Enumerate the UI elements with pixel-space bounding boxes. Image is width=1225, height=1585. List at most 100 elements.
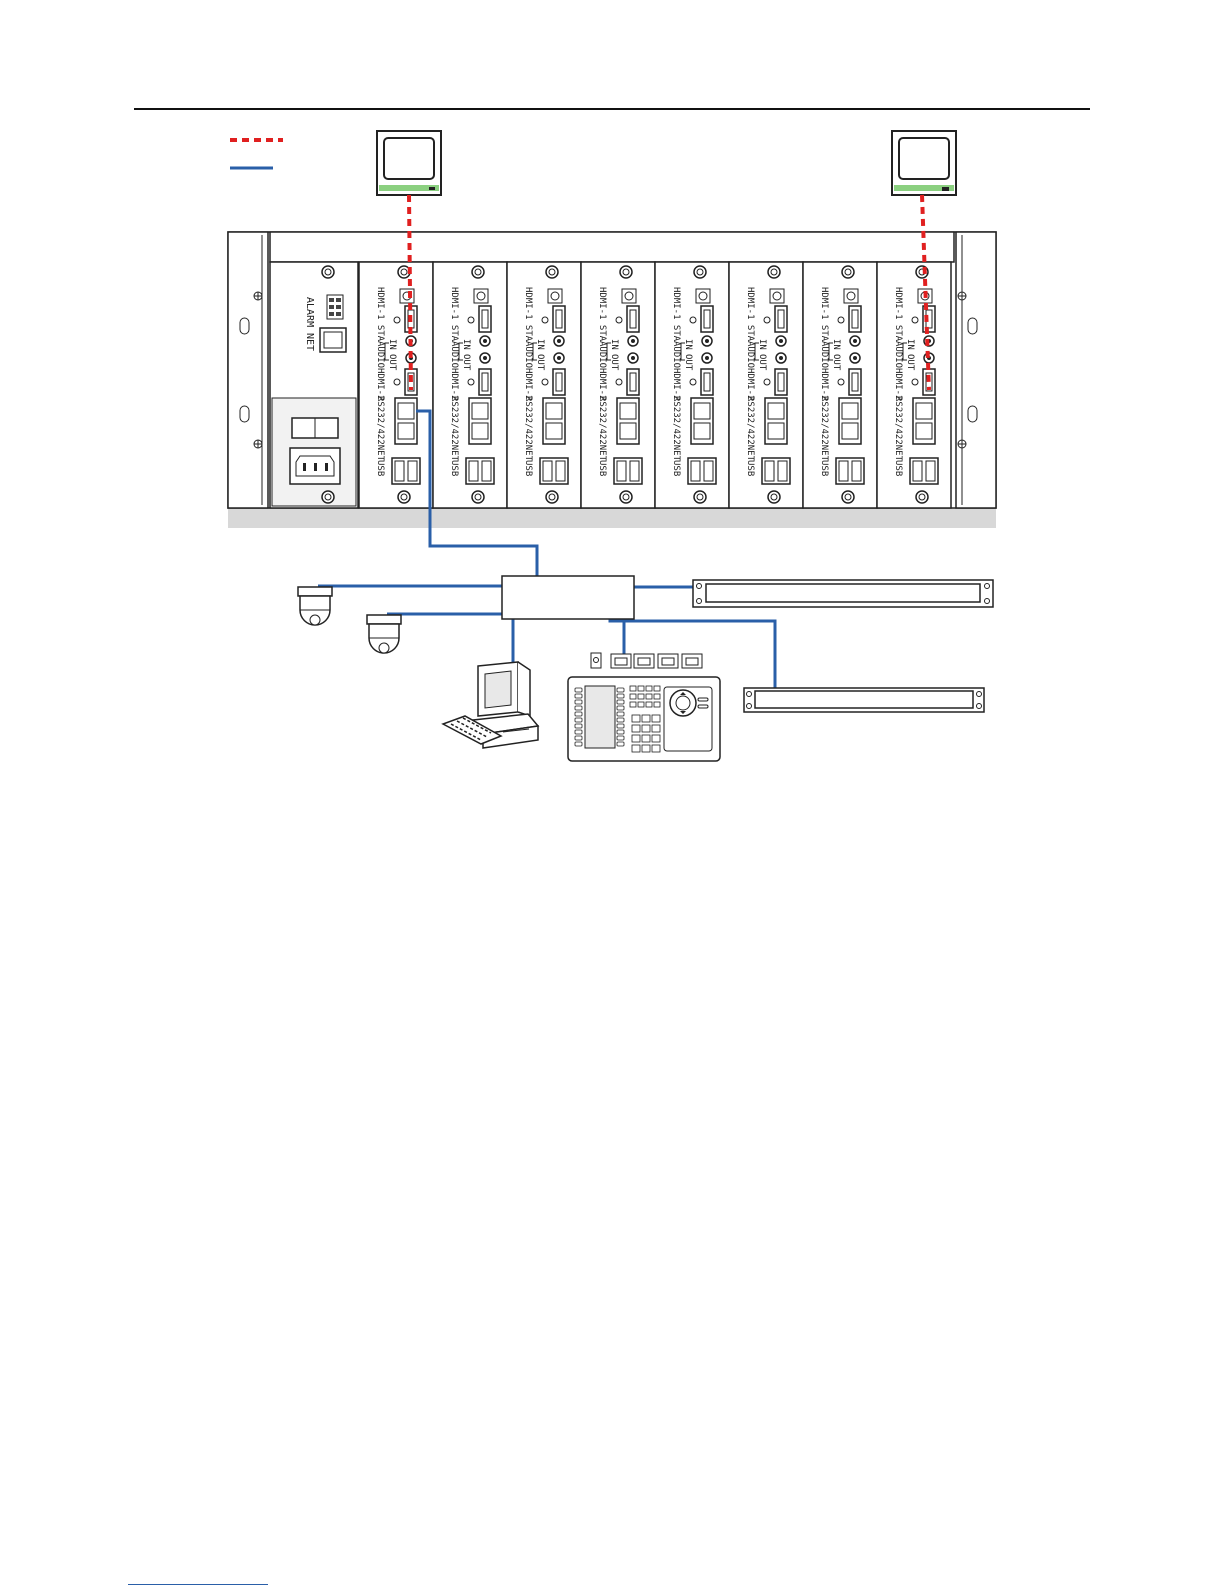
card-screw: [619, 265, 633, 279]
usb-port-icon: [539, 457, 569, 485]
side-key: [574, 705, 583, 711]
keypad-key: [631, 724, 641, 733]
keypad-key: [645, 685, 653, 692]
keypad-key: [653, 685, 661, 692]
card-screw: [619, 490, 633, 504]
keypad-key: [651, 724, 661, 733]
keypad-key: [653, 701, 661, 708]
indicator-icon: [393, 316, 401, 324]
dome-camera-icon: [366, 614, 402, 654]
keypad-key: [641, 734, 651, 743]
hdmi-port-icon: [848, 305, 862, 333]
audio-jack-icon: [849, 352, 861, 364]
indicator-icon: [541, 316, 549, 324]
card-hdmi1-sta-label: HDMI-1 STA: [597, 287, 607, 342]
card-out-label: OUT: [905, 354, 915, 371]
keypad-key: [629, 685, 637, 692]
indicator-icon: [393, 378, 401, 386]
card-hdmi2-label: HDMI-2: [819, 368, 829, 401]
keypad-key: [637, 685, 645, 692]
card-in-label: IN: [831, 339, 841, 350]
card-usb-label: USB: [523, 460, 533, 476]
card-out-label: OUT: [683, 354, 693, 371]
card-audio-label: AUDIO: [597, 341, 607, 368]
power-socket-icon: [289, 447, 341, 485]
side-key: [616, 717, 625, 723]
card-hdmi2-label: HDMI-2: [745, 368, 755, 401]
usb-port-icon: [835, 457, 865, 485]
card-usb-label: USB: [449, 460, 459, 476]
ear-screw: [957, 439, 967, 449]
card-audio-label: AUDIO: [819, 341, 829, 368]
audio-jack-icon: [479, 352, 491, 364]
indicator-icon: [467, 316, 475, 324]
net-label: NET: [304, 333, 315, 351]
indicator-icon: [763, 316, 771, 324]
card-screw: [767, 490, 781, 504]
card-in-label: IN: [905, 339, 915, 350]
chassis: ALARM NET: [227, 231, 997, 528]
side-key: [574, 741, 583, 747]
keypad-key: [637, 693, 645, 700]
hdmi-port-icon: [700, 305, 714, 333]
card-usb-label: USB: [745, 460, 755, 476]
hdmi-port-icon: [478, 368, 492, 396]
ear-slot: [239, 317, 250, 335]
hdmi-port-icon: [774, 368, 788, 396]
cable-hdmi-monitor-1: [407, 194, 413, 391]
card-out-label: OUT: [535, 354, 545, 371]
rj45-port-icon: [657, 653, 679, 669]
keypad-key: [651, 714, 661, 723]
cable-switch-to-rack-unit-2: [608, 619, 777, 690]
indicator-icon: [911, 378, 919, 386]
rj45-port-icon: [681, 653, 703, 669]
card-audio-label: AUDIO: [893, 341, 903, 368]
audio-jack-icon: [627, 335, 639, 347]
card-out-label: OUT: [609, 354, 619, 371]
keypad-key: [651, 744, 661, 753]
keyboard-side-keys: [574, 687, 625, 747]
indicator-icon: [911, 316, 919, 324]
hdmi-port-icon: [552, 305, 566, 333]
monitor-icon: [376, 130, 442, 196]
rj45-port-icon: [394, 397, 418, 445]
rj45-port-icon: [633, 653, 655, 669]
keyboard-keypad: [629, 685, 661, 753]
card-out-label: OUT: [757, 354, 767, 371]
keypad-key: [631, 734, 641, 743]
card-usb-label: USB: [819, 460, 829, 476]
hdmi-port-icon: [478, 305, 492, 333]
keypad-key: [641, 724, 651, 733]
side-key: [616, 705, 625, 711]
side-key: [574, 693, 583, 699]
side-key: [574, 687, 583, 693]
side-key: [574, 735, 583, 741]
card-in-label: IN: [387, 339, 397, 350]
keypad-key: [645, 693, 653, 700]
card-in-label: IN: [535, 339, 545, 350]
indicator-icon: [763, 378, 771, 386]
card-screw: [545, 265, 559, 279]
indicator-icon: [689, 316, 697, 324]
card-rs-label: RS232/422NET: [819, 396, 829, 462]
card-audio-label: AUDIO: [523, 341, 533, 368]
keypad-key: [631, 744, 641, 753]
network-cables: [318, 409, 777, 690]
ear-screw: [253, 439, 263, 449]
rj45-port-icon: [912, 397, 936, 445]
cable-chassis-to-switch: [416, 409, 539, 578]
card-rs-label: RS232/422NET: [523, 396, 533, 462]
keypad-key: [641, 714, 651, 723]
audio-jack-icon: [775, 352, 787, 364]
dome-camera-icon: [297, 586, 333, 626]
hdmi-port-icon: [922, 368, 936, 396]
audio-jack-icon: [479, 335, 491, 347]
card-hdmi1-sta-label: HDMI-1 STA: [375, 287, 385, 342]
keypad-key: [645, 701, 653, 708]
card-in-label: IN: [683, 339, 693, 350]
